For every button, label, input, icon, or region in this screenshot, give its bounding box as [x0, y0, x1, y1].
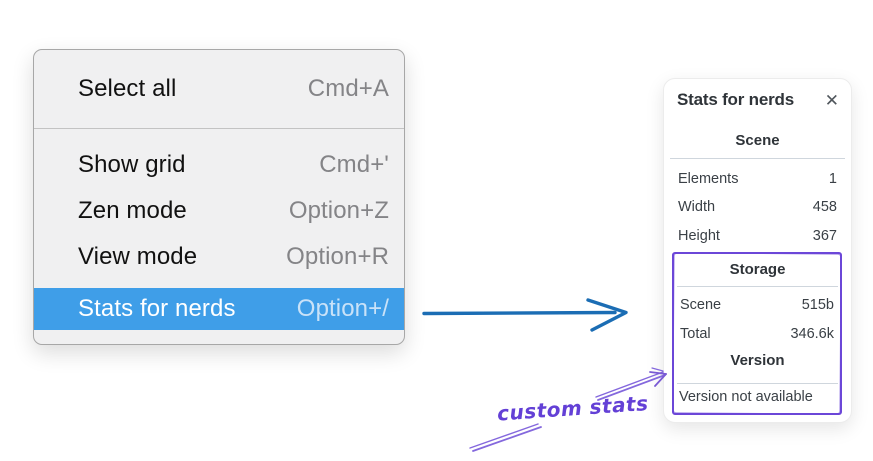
menu-item-shortcut: Cmd+' — [319, 151, 389, 178]
menu-item-shortcut: Option+/ — [296, 295, 389, 322]
context-menu: Select all Cmd+A Show grid Cmd+' Zen mod… — [33, 49, 405, 345]
stat-row-height: Height 367 — [678, 226, 837, 245]
stat-row-total-storage: Total 346.6k — [680, 324, 834, 343]
stat-row-width: Width 458 — [678, 197, 837, 216]
stat-value: 367 — [812, 227, 837, 244]
stat-row-elements: Elements 1 — [678, 169, 837, 188]
menu-item-label: Select all — [78, 75, 177, 102]
version-message: Version not available — [679, 389, 813, 405]
stat-value: 346.6k — [790, 325, 834, 342]
section-divider — [677, 286, 838, 287]
menu-divider — [34, 128, 404, 129]
stat-value: 1 — [828, 170, 837, 187]
stat-label: Scene — [680, 296, 722, 313]
menu-item-label: Show grid — [78, 151, 186, 178]
menu-item-zen-mode[interactable]: Zen mode Option+Z — [34, 188, 404, 234]
right-arrow-icon — [422, 298, 628, 332]
close-icon[interactable]: ✕ — [824, 90, 839, 110]
menu-item-label: Zen mode — [78, 197, 187, 224]
section-title-version: Version — [730, 352, 785, 369]
stat-row-scene-storage: Scene 515b — [680, 295, 834, 314]
menu-item-show-grid[interactable]: Show grid Cmd+' — [34, 142, 404, 188]
menu-item-label: Stats for nerds — [78, 295, 236, 322]
menu-item-view-mode[interactable]: View mode Option+R — [34, 234, 404, 280]
section-divider — [670, 158, 845, 159]
menu-item-shortcut: Option+R — [286, 243, 389, 270]
section-title-storage: Storage — [729, 261, 786, 278]
stat-label: Total — [680, 325, 711, 342]
stat-label: Width — [678, 198, 716, 215]
stat-label: Height — [678, 227, 720, 244]
stats-panel-header: Stats for nerds ✕ — [677, 89, 841, 111]
menu-item-shortcut: Cmd+A — [307, 75, 389, 102]
stats-panel: Stats for nerds ✕ Scene Elements 1 Width… — [663, 78, 852, 423]
annotation-label: custom stats — [496, 391, 650, 426]
menu-item-shortcut: Option+Z — [288, 197, 389, 224]
menu-item-stats-for-nerds[interactable]: Stats for nerds Option+/ — [34, 288, 404, 330]
stat-value: 515b — [801, 296, 834, 313]
menu-item-label: View mode — [78, 243, 198, 270]
section-divider — [677, 383, 838, 384]
stat-label: Elements — [678, 170, 739, 187]
section-title-scene: Scene — [735, 132, 780, 149]
menu-item-select-all[interactable]: Select all Cmd+A — [34, 66, 404, 112]
stat-value: 458 — [812, 198, 837, 215]
stats-panel-title: Stats for nerds — [677, 90, 794, 109]
